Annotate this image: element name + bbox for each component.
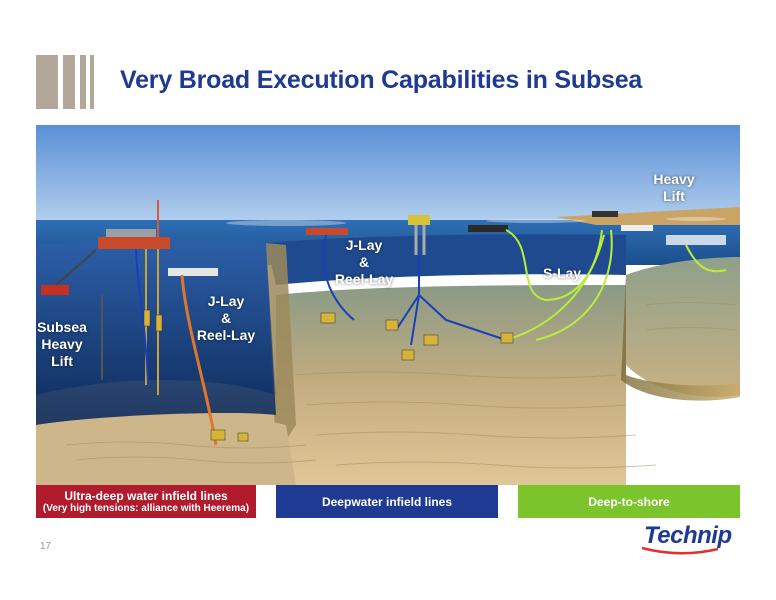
ultra-deep-title: Ultra-deep water infield lines — [64, 489, 228, 503]
deep-to-shore-label: Deep-to-shore — [588, 494, 670, 509]
ultra-deep-subtitle: (Very high tensions: alliance with Heere… — [42, 503, 250, 514]
label-heavy-lift: Heavy Lift — [653, 171, 695, 204]
deepwater-label: Deepwater infield lines — [321, 494, 453, 509]
page-number: 17 — [40, 541, 52, 552]
technip-logo: Technip — [644, 522, 732, 549]
label-subsea-heavy-lift: Subsea Heavy Lift — [37, 319, 87, 369]
label-s-lay: S-Lay — [542, 265, 582, 281]
deep-to-shore-bar: Deep-to-shore — [518, 485, 740, 518]
subsea-illustration: Subsea Heavy Lift J-Lay & Reel-Lay J-Lay… — [36, 125, 740, 485]
page-title: Very Broad Execution Capabilities in Sub… — [120, 66, 643, 94]
deepwater-bar: Deepwater infield lines — [276, 485, 498, 518]
ultra-deep-water-bar: Ultra-deep water infield lines (Very hig… — [36, 485, 256, 518]
logo-bars — [36, 55, 96, 109]
label-j-lay-left: J-Lay & Reel-Lay — [196, 293, 256, 343]
label-j-lay-center: J-Lay & Reel-Lay — [334, 237, 394, 287]
technip-logo-swoosh-icon — [641, 546, 719, 555]
